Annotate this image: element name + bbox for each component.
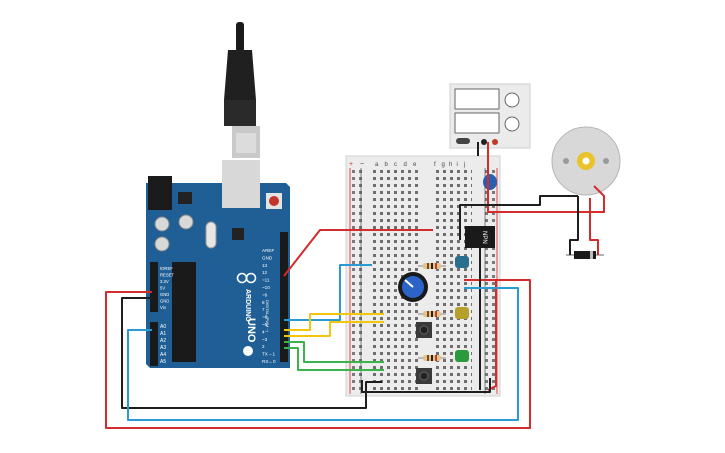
digital-pin-label: ~6 (262, 315, 268, 320)
digital-pin-label: GND (262, 255, 273, 260)
column-letter: b (385, 162, 389, 168)
power-pin-label: RESET (160, 273, 174, 278)
resistor[interactable] (418, 311, 446, 317)
wire-red[interactable] (487, 279, 497, 391)
power-supply-icon[interactable] (449, 83, 531, 149)
atmega-chip (172, 262, 196, 362)
usb-plug-icon[interactable] (224, 22, 260, 158)
led-yellow[interactable] (455, 307, 469, 319)
column-letter: a (375, 162, 379, 168)
digital-title: DIGITAL (PWM ~) (265, 300, 270, 333)
potentiometer-icon[interactable] (398, 272, 428, 302)
wire-red[interactable] (105, 279, 531, 429)
digital-pin-label: ~11 (262, 278, 270, 283)
digital-pin-label: AREF (262, 248, 274, 253)
column-letter: g (442, 162, 445, 168)
analog-pin-label: A4 (160, 352, 166, 358)
wire-black[interactable] (569, 196, 579, 255)
arduino-uno-board[interactable]: ARDUINO UNO AREF GND 13 12 ~11 ~10 ~9 8 7 ~6 ~5 4 ~3… (146, 160, 290, 368)
led-blue[interactable] (455, 256, 469, 268)
wire-red[interactable] (570, 185, 605, 213)
digital-pin-label: ~3 (262, 337, 268, 342)
arduino-logo (236, 272, 257, 284)
analog-pin-label: A1 (160, 331, 166, 337)
wire-green[interactable] (284, 341, 384, 363)
mount-hole (243, 346, 253, 356)
rail-minus-label: − (360, 161, 364, 168)
usb-chip (232, 228, 244, 240)
column-letter: f (434, 162, 436, 168)
wire-red[interactable] (487, 142, 570, 213)
digital-pin-label: 4 (262, 329, 265, 334)
wire-green[interactable] (284, 347, 384, 371)
resistor[interactable] (418, 355, 446, 361)
analog-pin-label: A3 (160, 345, 166, 351)
digital-pin-labels: AREF GND 13 12 ~11 ~10 ~9 8 7 ~6 ~5 4 ~3 2TX→1RX←0 (262, 248, 276, 364)
digital-pin-label: TX→1 (262, 352, 275, 357)
digital-header (280, 232, 288, 362)
dc-jack (148, 176, 172, 210)
led-green[interactable] (455, 350, 469, 362)
digital-pin-label: 7 (262, 307, 265, 312)
digital-pin-label: 2 (262, 344, 265, 349)
digital-pin-label: ~10 (262, 285, 270, 290)
digital-pin-label: ~9 (262, 292, 268, 297)
wire-yellow[interactable] (284, 313, 384, 331)
column-letter: i (457, 162, 458, 168)
usb-jack (222, 160, 260, 208)
pushbutton[interactable] (416, 368, 432, 384)
board-brand: ARDUINO (244, 289, 251, 322)
digital-pin-label: ~5 (262, 322, 268, 327)
board-capacitor (154, 216, 170, 232)
board-capacitor (178, 214, 194, 230)
rail-plus-label: + (349, 161, 353, 168)
board-model: UNO (245, 318, 257, 343)
board-capacitor (154, 236, 170, 252)
column-letter: h (449, 162, 452, 168)
voltage-regulator (178, 192, 192, 204)
analog-pin-label: A2 (160, 338, 166, 344)
wire-red[interactable] (283, 229, 433, 277)
wire-blue[interactable] (284, 264, 372, 321)
wire-black[interactable] (459, 195, 578, 240)
column-letter: j (463, 162, 465, 168)
transistor-label: NPN (481, 231, 487, 244)
analog-pin-label: A0 (160, 324, 166, 330)
power-pin-label: GND (160, 292, 169, 297)
wire-blue[interactable] (127, 287, 519, 421)
digital-pin-label: 12 (262, 270, 268, 275)
dc-motor-icon[interactable] (551, 126, 621, 196)
digital-pin-label: RX←0 (262, 359, 276, 364)
digital-pin-label: 13 (262, 263, 268, 268)
resistor[interactable] (418, 263, 446, 269)
column-letter: d (404, 162, 407, 168)
power-pin-label: GND (160, 299, 169, 304)
power-pin-label: Vin (160, 305, 167, 310)
column-letter: e (413, 162, 417, 168)
pushbutton[interactable] (416, 322, 432, 338)
wire-black[interactable] (361, 378, 491, 393)
power-header (150, 262, 158, 312)
power-pin-label: 5V (160, 286, 165, 291)
power-pin-label: IOREF (160, 266, 173, 271)
digital-pin-label: 8 (262, 300, 265, 305)
crystal (205, 221, 217, 249)
wire-red[interactable] (589, 198, 599, 255)
wire-yellow[interactable] (284, 321, 384, 337)
wire-black[interactable] (121, 297, 382, 409)
npn-transistor[interactable]: NPN (465, 226, 495, 248)
analog-header (150, 322, 158, 366)
analog-pin-label: A5 (160, 359, 166, 365)
column-letter: c (394, 162, 397, 168)
reset-button[interactable] (266, 193, 282, 209)
power-pin-label: 3.3V (160, 279, 169, 284)
